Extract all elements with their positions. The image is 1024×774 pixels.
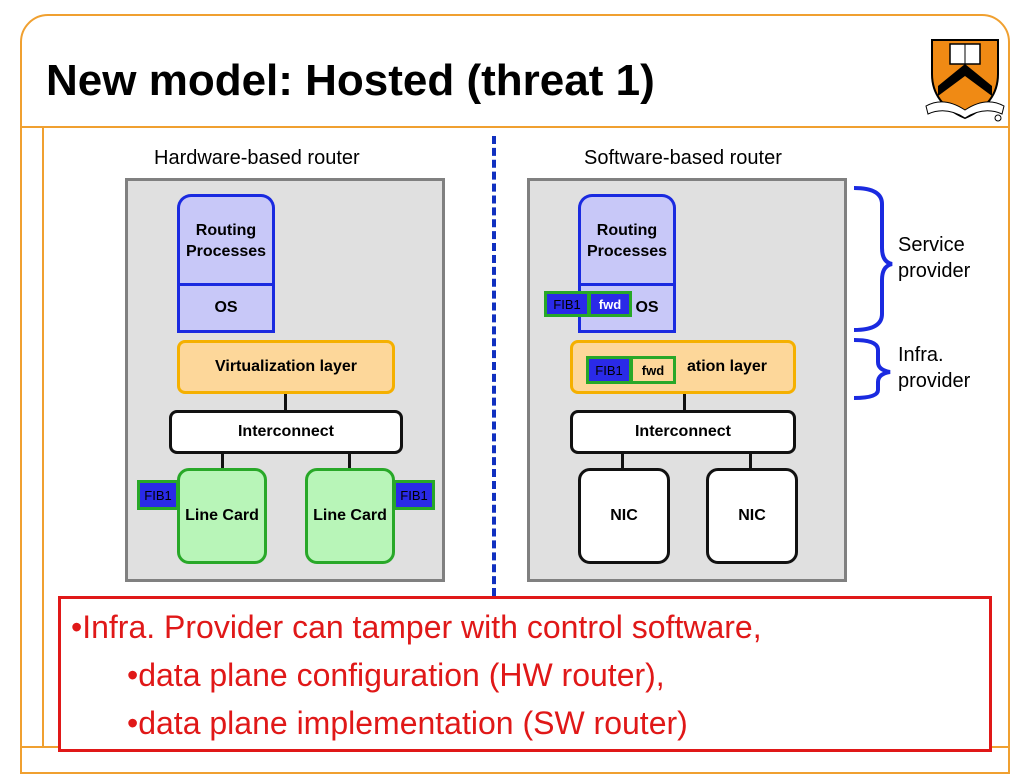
left-line-card-1: Line Card: [177, 468, 267, 564]
threat-callout: •Infra. Provider can tamper with control…: [58, 596, 992, 752]
left-linecard1-connector: [221, 452, 224, 470]
left-interconnect: Interconnect: [169, 410, 403, 454]
center-divider: [492, 136, 496, 596]
right-virt-connector: [683, 392, 686, 412]
right-nic2-connector: [749, 452, 752, 470]
right-interconnect: Interconnect: [570, 410, 796, 454]
left-os: OS: [177, 283, 275, 333]
left-linecard2-connector: [348, 452, 351, 470]
right-nic-2: NIC: [706, 468, 798, 564]
right-virt-fib1: FIB1: [586, 356, 632, 384]
callout-line-2: •data plane configuration (HW router),: [127, 657, 665, 693]
left-virt-connector: [284, 392, 287, 412]
left-routing-processes: Routing Processes: [177, 194, 275, 286]
callout-line-1: •Infra. Provider can tamper with control…: [71, 609, 762, 645]
service-provider-label: Service provider: [898, 234, 971, 282]
infra-provider-label: Infra. provider: [898, 344, 971, 392]
right-routing-processes: Routing Processes: [578, 194, 676, 286]
left-rule: [42, 126, 44, 746]
title-divider: [20, 126, 1010, 128]
brackets-icon: [853, 186, 893, 400]
right-nic1-connector: [621, 452, 624, 470]
callout-line-3: •data plane implementation (SW router): [127, 705, 688, 741]
right-virt-fwd: fwd: [630, 356, 676, 384]
slide-title: New model: Hosted (threat 1): [46, 56, 655, 105]
right-os-fib1: FIB1: [544, 291, 590, 317]
hardware-router-label: Hardware-based router: [154, 147, 360, 169]
right-nic-1: NIC: [578, 468, 670, 564]
left-line-card-2: Line Card: [305, 468, 395, 564]
left-fib1-linecard2: FIB1: [393, 480, 435, 510]
right-os-fwd: fwd: [588, 291, 632, 317]
software-router-label: Software-based router: [584, 147, 782, 169]
shield-logo-icon: [925, 39, 1005, 122]
left-fib1-linecard1: FIB1: [137, 480, 179, 510]
left-virtualization-layer: Virtualization layer: [177, 340, 395, 394]
